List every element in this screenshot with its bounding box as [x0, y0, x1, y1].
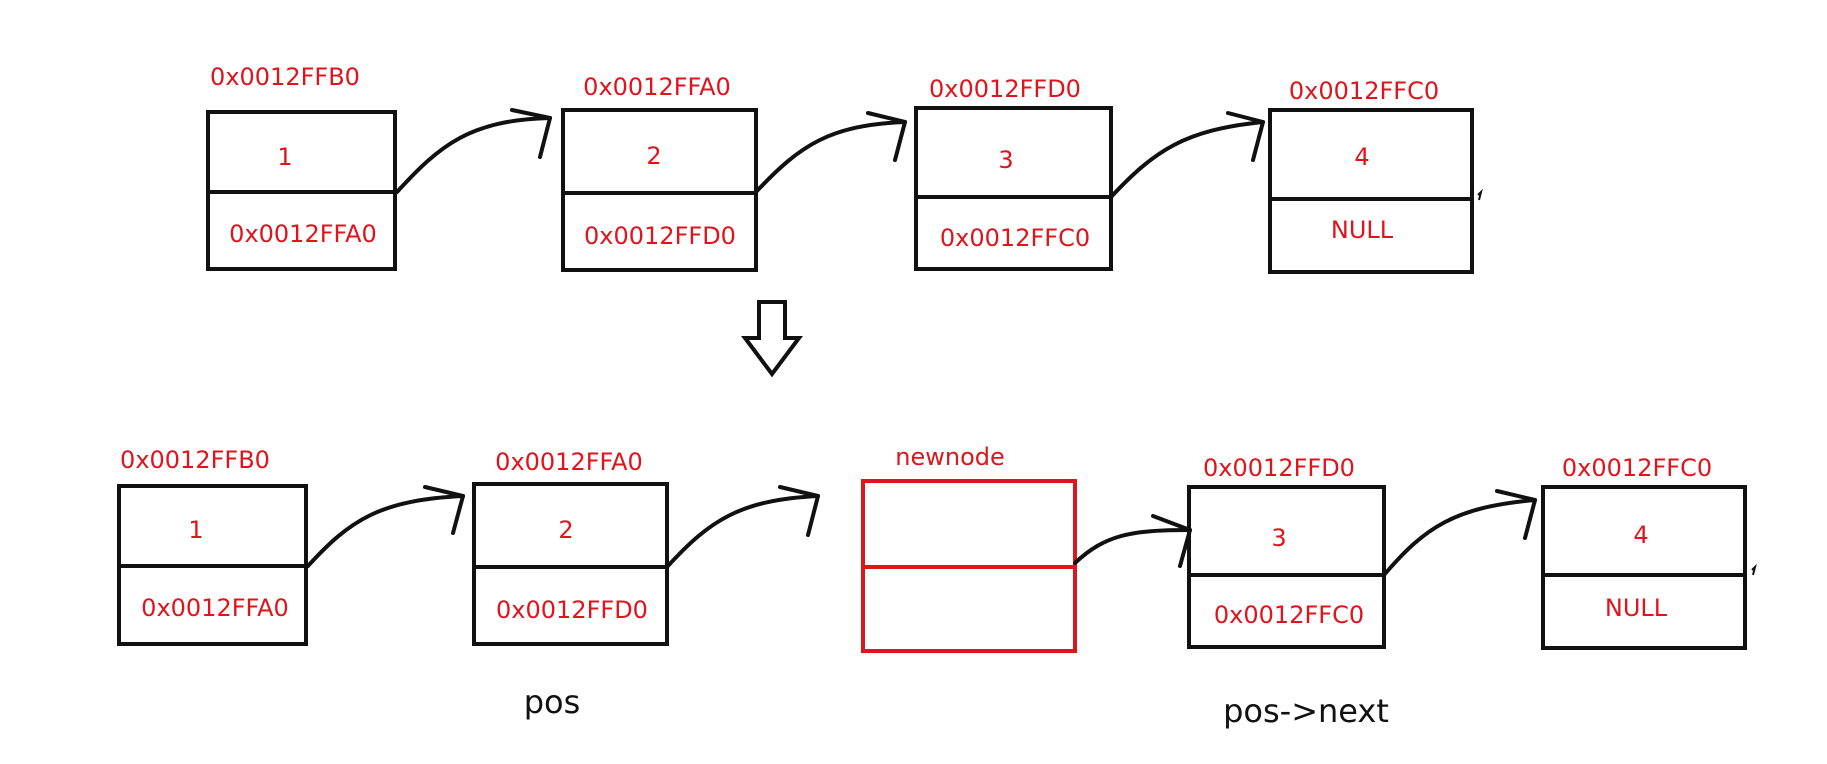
arrow-link-newnode-3 — [1073, 528, 1192, 565]
node-value: 1 — [277, 143, 292, 171]
node-value: 3 — [998, 146, 1013, 174]
arrow-link-1-2 — [395, 116, 552, 194]
arrow-head-icon — [1495, 489, 1537, 540]
pos-label: pos — [524, 683, 581, 721]
arrow-head-icon — [1226, 111, 1265, 162]
before-node-4: 0x0012FFC0 4 NULL — [1268, 77, 1483, 274]
arrow-head-icon — [866, 111, 907, 162]
node-address: 0x0012FFA0 — [495, 448, 643, 476]
after-node-4: 0x0012FFC0 4 NULL — [1541, 454, 1757, 650]
node-next-pointer: 0x0012FFD0 — [584, 222, 736, 250]
after-node-3: 0x0012FFD0 3 0x0012FFC0 — [1187, 454, 1386, 649]
node-box — [472, 482, 669, 646]
node-box — [1268, 108, 1474, 274]
node-address: 0x0012FFC0 — [1562, 454, 1712, 482]
before-node-2: 0x0012FFA0 2 0x0012FFD0 — [561, 73, 758, 272]
node-next-pointer: 0x0012FFC0 — [940, 224, 1090, 252]
node-address: 0x0012FFC0 — [1289, 77, 1439, 105]
node-address: 0x0012FFB0 — [210, 63, 360, 91]
arrow-head-icon — [1151, 514, 1192, 568]
node-value: 4 — [1633, 521, 1648, 549]
pen-mark — [1751, 563, 1757, 576]
node-box — [1187, 485, 1386, 649]
down-arrow-icon — [741, 300, 803, 378]
after-node-2: 0x0012FFA0 2 0x0012FFD0 — [472, 448, 669, 646]
node-value: 2 — [558, 516, 573, 544]
arrow-head-icon — [423, 485, 465, 535]
arrow-head-icon — [510, 108, 552, 159]
arrow-link-3-4 — [1382, 498, 1537, 577]
node-next-pointer: NULL — [1331, 216, 1394, 244]
newnode-label: newnode — [895, 443, 1005, 471]
node-next-pointer: 0x0012FFA0 — [229, 220, 377, 248]
node-value: 2 — [646, 142, 661, 170]
arrow-link-2-newnode — [665, 494, 820, 569]
node-address: 0x0012FFB0 — [120, 446, 270, 474]
before-node-1: 0x0012FFB0 1 0x0012FFA0 — [206, 63, 397, 271]
node-next-pointer: 0x0012FFC0 — [1214, 601, 1364, 629]
node-next-pointer: 0x0012FFD0 — [496, 596, 648, 624]
after-node-newnode: newnode — [861, 443, 1077, 653]
node-value: 4 — [1354, 143, 1369, 171]
arrow-link-1-2 — [306, 494, 465, 568]
after-node-1: 0x0012FFB0 1 0x0012FFA0 — [117, 446, 308, 646]
node-address: 0x0012FFD0 — [1203, 454, 1355, 482]
node-next-pointer: 0x0012FFA0 — [141, 594, 289, 622]
node-value: 1 — [188, 516, 203, 544]
arrow-link-2-3 — [754, 120, 907, 194]
pos-next-label: pos->next — [1223, 692, 1389, 730]
before-node-3: 0x0012FFD0 3 0x0012FFC0 — [914, 75, 1113, 271]
pen-mark — [1477, 188, 1483, 201]
node-box — [914, 106, 1113, 271]
node-box — [1541, 485, 1747, 650]
node-next-pointer: NULL — [1605, 594, 1668, 622]
node-address: 0x0012FFA0 — [583, 73, 731, 101]
arrow-link-3-4 — [1109, 120, 1265, 199]
arrow-head-icon — [778, 485, 820, 537]
node-value: 3 — [1271, 524, 1286, 552]
node-address: 0x0012FFD0 — [929, 75, 1081, 103]
